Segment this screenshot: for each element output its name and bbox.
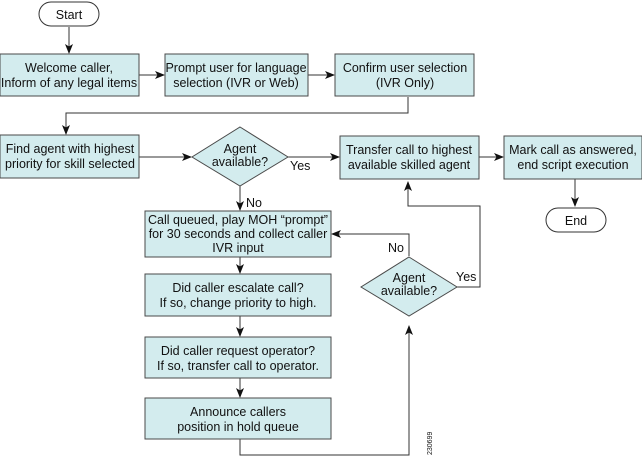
node-transfer-call-line-1: Transfer call to highest xyxy=(346,143,473,157)
node-end-label: End xyxy=(565,214,587,228)
node-escalate-line-2: If so, change priority to high. xyxy=(159,296,316,310)
decision-agent-available-2-shape xyxy=(360,256,458,317)
node-transfer-call: Transfer call to highest available skill… xyxy=(339,135,480,180)
node-agent-available-2-line-2: available? xyxy=(381,284,437,298)
node-welcome-line-2: Inform of any legal items xyxy=(1,76,137,90)
edge-label-decision-2-yes: Yes xyxy=(456,270,476,284)
node-welcome-line-1: Welcome caller, xyxy=(25,61,113,75)
edge-announce-to-decision-2 xyxy=(239,325,413,456)
node-welcome: Welcome caller, Inform of any legal item… xyxy=(0,53,140,97)
node-announce-position-line-2: position in hold queue xyxy=(177,420,299,434)
process-find-agent-shape xyxy=(0,134,140,179)
node-request-operator: Did caller request operator? If so, tran… xyxy=(144,336,332,379)
process-call-queued-shape xyxy=(144,210,332,258)
node-call-queued-line-3: IVR input xyxy=(212,241,264,255)
process-confirm-selection-shape xyxy=(334,53,475,97)
process-mark-answered-shape xyxy=(503,135,642,180)
node-escalate: Did caller escalate call? If so, change … xyxy=(144,273,332,317)
process-welcome-shape xyxy=(0,53,140,97)
node-call-queued: Call queued, play MOH “prompt” for 30 se… xyxy=(144,210,332,258)
node-call-queued-line-2: for 30 seconds and collect caller xyxy=(149,227,328,241)
node-agent-available-1-line-2: available? xyxy=(212,155,268,169)
node-request-operator-line-2: If so, transfer call to operator. xyxy=(157,359,319,373)
node-mark-answered-line-1: Mark call as answered, xyxy=(509,143,637,157)
node-agent-available-1: Agent available? xyxy=(191,126,289,187)
terminal-start-shape xyxy=(38,1,100,27)
process-prompt-language-shape xyxy=(164,53,309,97)
process-request-operator-shape xyxy=(144,336,332,379)
process-announce-position-shape xyxy=(144,397,332,440)
node-agent-available-2-line-1: Agent xyxy=(393,271,426,285)
edge-decision-2-no-to-queued xyxy=(331,230,410,256)
node-announce-position-line-1: Announce callers xyxy=(190,405,286,419)
node-find-agent-line-2: priority for skill selected xyxy=(5,157,135,171)
node-agent-available-2: Agent available? xyxy=(360,256,458,317)
node-mark-answered-line-2: end script execution xyxy=(517,158,628,172)
node-escalate-line-1: Did caller escalate call? xyxy=(172,281,303,295)
node-prompt-language: Prompt user for language selection (IVR … xyxy=(164,53,309,97)
edge-label-decision-1-yes: Yes xyxy=(290,159,310,173)
node-agent-available-1-line-1: Agent xyxy=(224,142,257,156)
decision-agent-available-1-shape xyxy=(191,126,289,187)
node-mark-answered: Mark call as answered, end script execut… xyxy=(503,135,642,180)
node-end: End xyxy=(545,207,607,233)
figure-id: 230699 xyxy=(427,432,434,455)
terminal-end-shape xyxy=(545,207,607,233)
node-announce-position: Announce callers position in hold queue xyxy=(144,397,332,440)
process-escalate-shape xyxy=(144,273,332,317)
node-confirm-selection-line-2: (IVR Only) xyxy=(376,76,434,90)
edge-label-decision-1-no: No xyxy=(246,196,262,210)
node-request-operator-line-1: Did caller request operator? xyxy=(161,344,315,358)
node-start: Start xyxy=(38,1,100,27)
node-find-agent-line-1: Find agent with highest xyxy=(6,142,135,156)
node-call-queued-line-1: Call queued, play MOH “prompt” xyxy=(148,213,328,227)
node-confirm-selection: Confirm user selection (IVR Only) xyxy=(334,53,475,97)
edge-confirm-to-find-agent xyxy=(62,97,409,135)
node-prompt-language-line-2: selection (IVR or Web) xyxy=(173,76,299,90)
edge-label-decision-2-no: No xyxy=(388,241,404,255)
node-confirm-selection-line-1: Confirm user selection xyxy=(343,61,467,75)
node-transfer-call-line-2: available skilled agent xyxy=(348,158,471,172)
connectors xyxy=(62,27,579,456)
edge-decision-2-yes-to-transfer xyxy=(404,181,481,288)
node-find-agent: Find agent with highest priority for ski… xyxy=(0,134,140,179)
process-transfer-call-shape xyxy=(339,135,480,180)
node-prompt-language-line-1: Prompt user for language xyxy=(165,61,306,75)
node-start-label: Start xyxy=(56,8,83,22)
